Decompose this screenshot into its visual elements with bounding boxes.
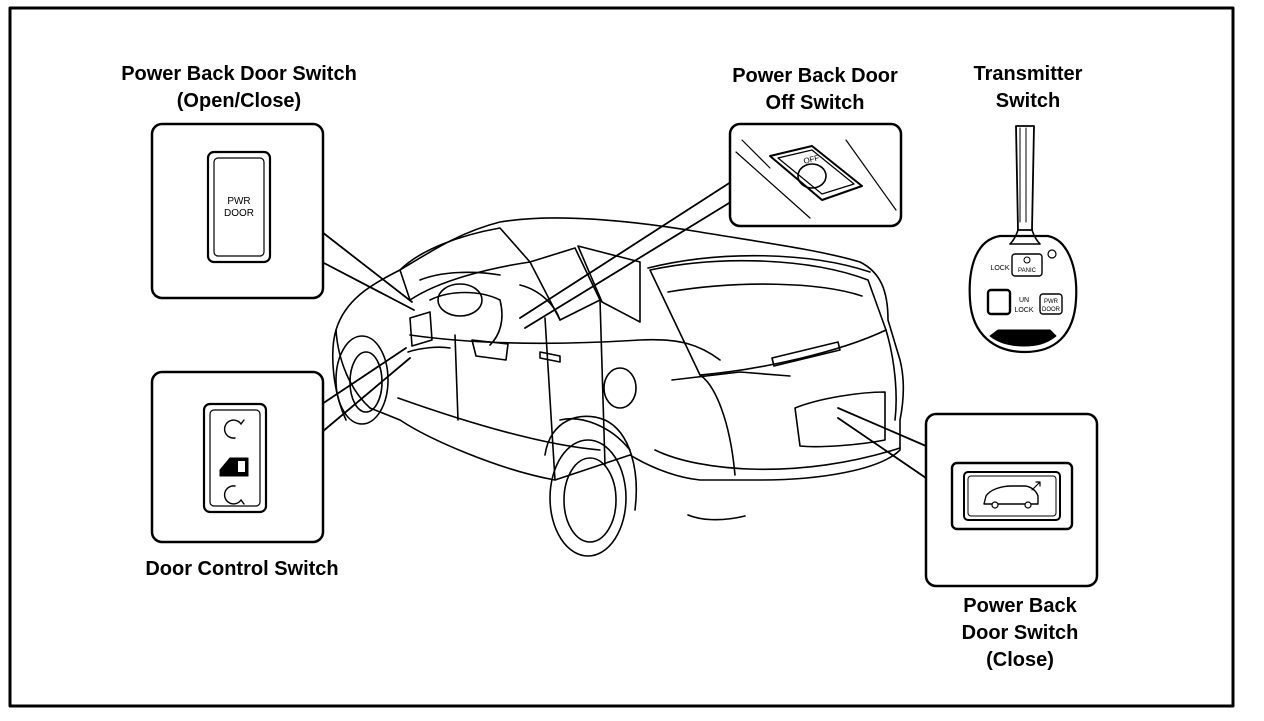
label-pbd-off-line2: Off Switch [765,92,865,114]
label-transmitter-line1: Transmitter [973,63,1083,85]
label-pbd-open-close: Power Back Door Switch (Open/Close) [100,61,378,115]
door-control-switch [202,402,268,514]
pwr-door-button [206,150,272,264]
rotate-down-icon [223,485,242,505]
off-switch-knob [797,163,827,189]
label-door-control: Door Control Switch [110,556,374,583]
label-transmitter: Transmitter Switch [948,61,1108,115]
vehicle-icon [983,485,1039,505]
label-pbd-off-line1: Power Back Door [732,65,898,87]
key-pwr-text-1: PWR [1044,299,1059,305]
off-switch-housing [769,145,863,201]
key-unlock-text-1: UN [1019,297,1029,304]
off-switch-mark: OFF [803,153,821,166]
callout-pbd-off: OFF [728,122,903,228]
rotate-up-icon [223,419,242,439]
arrow-icon [1031,481,1041,491]
close-switch-bezel [950,461,1074,531]
label-pbd-open-close-line2: (Open/Close) [176,90,302,112]
panic-button [1011,253,1043,277]
unlock-button [986,288,1012,316]
label-pbd-close-line1: Power Back [963,595,1077,617]
key-panic-text: PANIC [1018,268,1037,274]
transmitter-key: PANIC LOCK UN LOCK PWR DOOR [968,125,1078,354]
key-lock-text: LOCK [990,265,1009,272]
vehicle-illustration [332,217,905,557]
key-pwr-door-button [1039,293,1063,315]
label-door-control-line1: Door Control Switch [145,558,339,580]
leader-lines [321,179,927,479]
label-pbd-off: Power Back Door Off Switch [700,63,930,117]
key-unlock-text-2: LOCK [1014,307,1033,314]
pwr-door-text-2: DOOR [224,208,254,219]
callout-door-control [150,370,325,544]
key-pwr-text-2: DOOR [1042,307,1061,313]
label-pbd-close: Power Back Door Switch (Close) [930,593,1110,674]
label-pbd-close-line2: Door Switch [961,622,1079,644]
callout-pbd-close [924,412,1099,588]
label-pbd-close-line3: (Close) [986,649,1054,671]
diagram-border [8,6,1235,708]
label-transmitter-line2: Switch [995,90,1061,112]
pwr-door-text-1: PWR [227,196,250,207]
callout-pbd-open-close: PWR DOOR [150,122,325,300]
label-pbd-open-close-line1: Power Back Door Switch [121,63,357,85]
